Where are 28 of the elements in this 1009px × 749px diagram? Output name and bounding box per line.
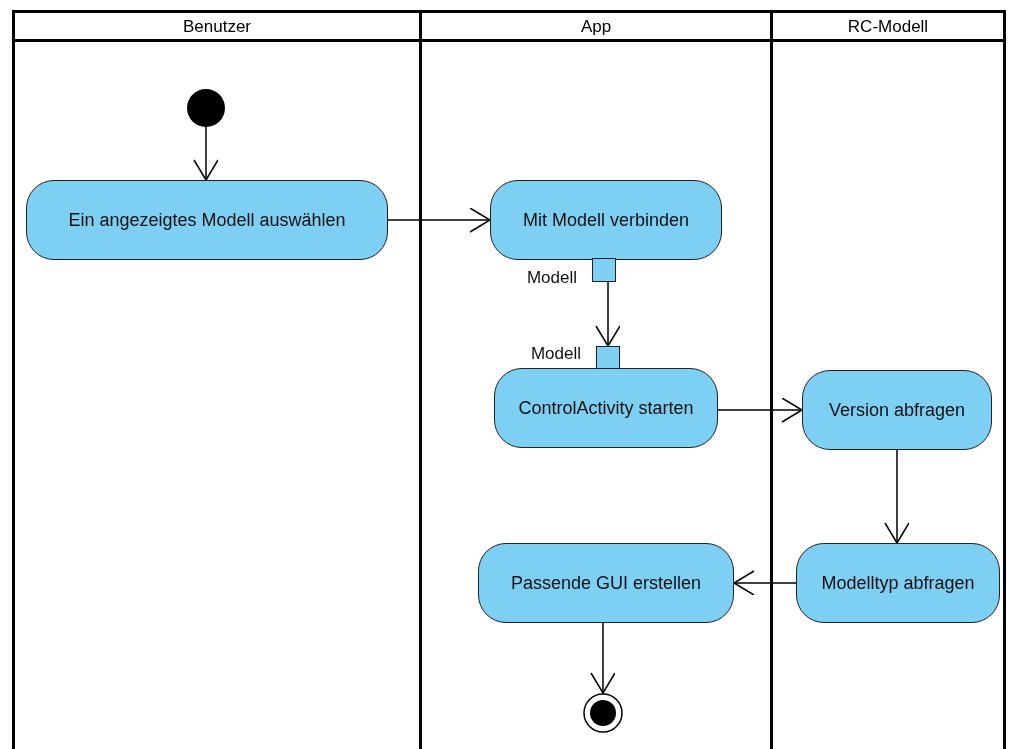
arrow <box>387 207 491 233</box>
arrow <box>733 570 797 596</box>
lane-title: RC-Modell <box>846 17 930 37</box>
arrow <box>884 449 910 544</box>
initial-node <box>187 89 225 127</box>
swimlane <box>12 10 422 749</box>
lane-title: App <box>579 17 613 37</box>
lane-title: Benutzer <box>181 17 252 37</box>
action-box <box>478 543 734 623</box>
final-node <box>583 693 623 733</box>
action-label: Mit Modell verbinden <box>521 208 691 232</box>
arrow <box>595 281 621 347</box>
arrow <box>590 622 616 694</box>
action-label: Ein angezeigtes Modell auswählen <box>67 208 347 232</box>
action-label: Version abfragen <box>827 398 967 422</box>
action-label: Modelltyp abfragen <box>820 571 976 595</box>
action-box <box>494 368 718 448</box>
action-box <box>26 180 388 260</box>
pin-label: Modell <box>530 344 581 364</box>
arrow <box>193 126 219 181</box>
action-box <box>796 543 1000 623</box>
action-label: ControlActivity starten <box>517 396 695 420</box>
arrow <box>717 397 803 423</box>
action-box <box>802 370 992 450</box>
action-box <box>490 180 722 260</box>
action-label: Passende GUI erstellen <box>509 571 703 595</box>
pin-label: Modell <box>526 268 577 288</box>
swimlane <box>770 10 1006 749</box>
